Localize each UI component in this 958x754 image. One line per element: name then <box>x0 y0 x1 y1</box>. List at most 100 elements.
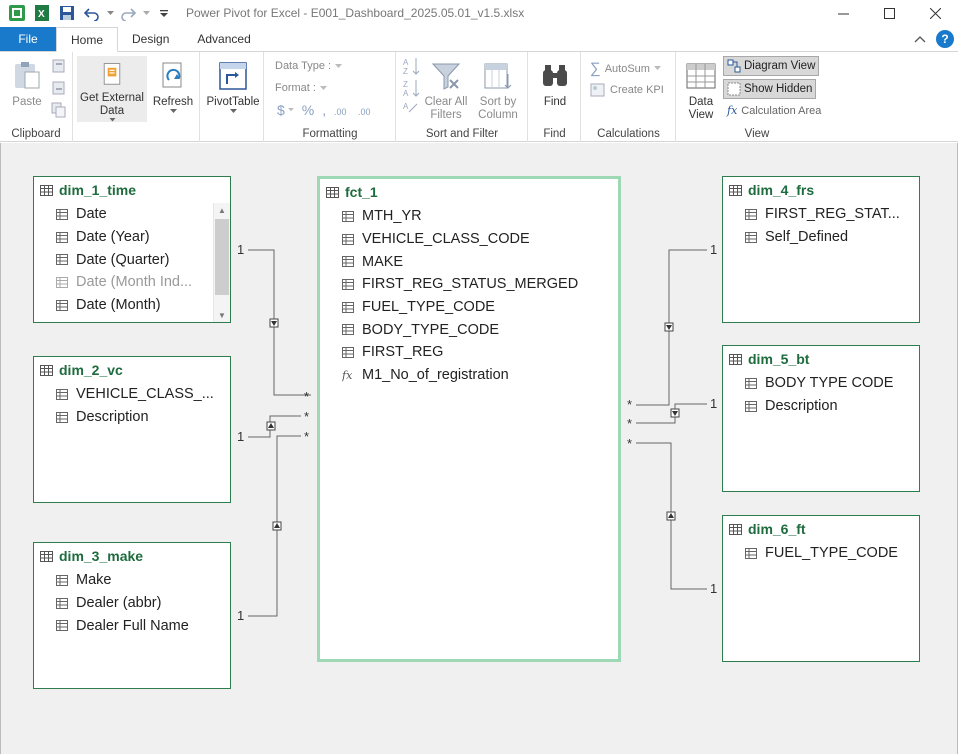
column-row[interactable]: FIRST_REG_STAT... <box>745 203 919 226</box>
table-title: dim_5_bt <box>748 351 810 367</box>
measure-name: M1_No_of_registration <box>362 367 509 384</box>
column-row[interactable]: Description <box>745 395 919 418</box>
table-dim-3-make[interactable]: dim_3_make Make Dealer (abbr) Dealer Ful… <box>33 542 231 689</box>
clear-sort-icon[interactable]: A <box>403 100 421 119</box>
column-row[interactable]: FUEL_TYPE_CODE <box>745 542 919 565</box>
column-row[interactable]: MTH_YR <box>342 205 618 228</box>
format-dropdown[interactable]: Format : <box>275 82 327 94</box>
diagram-view-icon <box>727 59 741 73</box>
column-name: FUEL_TYPE_CODE <box>362 299 495 316</box>
table-header[interactable]: dim_3_make <box>34 543 230 569</box>
column-row[interactable]: Date <box>56 203 230 226</box>
increase-decimal-icon[interactable]: .00 <box>334 103 354 117</box>
save-icon[interactable] <box>56 2 78 24</box>
table-header[interactable]: dim_6_ft <box>723 516 919 542</box>
tab-file[interactable]: File <box>0 27 56 51</box>
column-row[interactable]: Dealer (abbr) <box>56 592 230 615</box>
column-name: MAKE <box>362 253 404 270</box>
column-icon <box>342 256 354 268</box>
column-row[interactable]: BODY_TYPE_CODE <box>342 318 618 341</box>
column-row-hidden[interactable]: Date (Month Ind... <box>56 271 230 294</box>
view-group-label: View <box>744 128 770 140</box>
scroll-down-icon[interactable]: ▼ <box>218 310 226 320</box>
paste-append-icon[interactable] <box>51 58 67 77</box>
column-name: Description <box>765 398 838 415</box>
redo-icon[interactable] <box>117 2 139 24</box>
column-row[interactable]: Dealer Full Name <box>56 614 230 637</box>
autosum-button[interactable]: ∑ AutoSum <box>590 60 661 77</box>
column-row[interactable]: VEHICLE_CLASS_... <box>56 383 230 406</box>
customize-qat-icon[interactable] <box>153 2 175 24</box>
undo-dropdown-icon[interactable] <box>106 2 114 24</box>
redo-dropdown-icon[interactable] <box>142 2 150 24</box>
paste-replace-icon[interactable] <box>51 80 67 99</box>
sort-by-column-button[interactable]: Sort by Column <box>473 60 523 122</box>
table-header[interactable]: dim_5_bt <box>723 346 919 372</box>
excel-icon[interactable]: X <box>31 2 53 24</box>
column-icon <box>342 346 354 358</box>
format-label: Format : <box>275 82 316 94</box>
group-formatting: Data Type : Format : $ % , .00 .00 Forma… <box>265 52 396 142</box>
data-type-dropdown[interactable]: Data Type : <box>275 60 343 72</box>
table-dim-4-frs[interactable]: dim_4_frs FIRST_REG_STAT... Self_Defined <box>722 176 920 323</box>
get-external-data-button[interactable]: Get External Data <box>77 56 147 122</box>
undo-icon[interactable] <box>81 2 103 24</box>
table-icon <box>729 353 742 365</box>
refresh-button[interactable]: Refresh <box>150 60 196 114</box>
column-row[interactable]: Make <box>56 569 230 592</box>
table-dim-1-time[interactable]: dim_1_time Date Date (Year) Date (Quarte… <box>33 176 231 323</box>
table-header[interactable]: fct_1 <box>320 179 618 205</box>
column-row[interactable]: Self_Defined <box>745 226 919 249</box>
minimize-button[interactable] <box>820 0 866 26</box>
tab-advanced[interactable]: Advanced <box>197 32 251 46</box>
column-row[interactable]: VEHICLE_CLASS_CODE <box>342 228 618 251</box>
table-header[interactable]: dim_1_time <box>34 177 230 203</box>
collapse-ribbon-icon[interactable] <box>914 32 926 46</box>
scroll-up-icon[interactable]: ▲ <box>218 205 226 215</box>
column-row[interactable]: FIRST_REG_STATUS_MERGED <box>342 273 618 296</box>
kpi-icon <box>590 83 605 97</box>
show-hidden-toggle[interactable]: Show Hidden <box>723 79 817 99</box>
table-dim-2-vc[interactable]: dim_2_vc VEHICLE_CLASS_... Description <box>33 356 231 503</box>
table-header[interactable]: dim_2_vc <box>34 357 230 383</box>
table-header[interactable]: dim_4_frs <box>723 177 919 203</box>
table-dim-6-ft[interactable]: dim_6_ft FUEL_TYPE_CODE <box>722 515 920 662</box>
column-row[interactable]: Date (Quarter) <box>56 248 230 271</box>
create-kpi-button[interactable]: Create KPI <box>590 82 664 98</box>
close-button[interactable] <box>912 0 958 26</box>
column-row[interactable]: Date (Year) <box>56 226 230 249</box>
tab-design[interactable]: Design <box>132 32 170 46</box>
diagram-view-toggle[interactable]: Diagram View <box>723 56 820 76</box>
calculation-area-button[interactable]: fx Calculation Area <box>727 104 821 117</box>
paste-button[interactable]: Paste <box>8 60 46 109</box>
decrease-decimal-icon[interactable]: .00 <box>358 103 378 117</box>
maximize-button[interactable] <box>866 0 912 26</box>
data-view-button[interactable]: Data View <box>683 60 719 122</box>
table-dim-5-bt[interactable]: dim_5_bt BODY TYPE CODE Description <box>722 345 920 492</box>
column-row[interactable]: MAKE <box>342 250 618 273</box>
window-title: Power Pivot for Excel - E001_Dashboard_2… <box>186 6 525 20</box>
comma-button[interactable]: , <box>322 102 327 118</box>
column-row[interactable]: FIRST_REG <box>342 341 618 364</box>
column-icon <box>56 620 68 632</box>
tab-home[interactable]: Home <box>56 27 119 52</box>
clear-all-filters-button[interactable]: Clear All Filters <box>423 60 469 122</box>
scroll-thumb[interactable] <box>215 219 229 295</box>
column-row[interactable]: FUEL_TYPE_CODE <box>342 296 618 319</box>
copy-icon[interactable] <box>51 102 67 121</box>
help-icon[interactable]: ? <box>936 30 954 48</box>
table-fct-1[interactable]: fct_1 MTH_YR VEHICLE_CLASS_CODE MAKE FIR… <box>317 176 621 662</box>
pivottable-button[interactable]: PivotTable <box>204 60 262 114</box>
currency-button[interactable]: $ <box>277 102 285 118</box>
column-row[interactable]: Date (Month) <box>56 294 230 317</box>
table-scrollbar[interactable]: ▲ ▼ <box>213 203 230 322</box>
find-button[interactable]: Find <box>535 60 575 109</box>
column-name: Dealer Full Name <box>76 617 189 634</box>
column-row[interactable]: BODY TYPE CODE <box>745 372 919 395</box>
diagram-canvas[interactable]: 1 1 1 * * * 1 1 1 * * * dim_1_time Date … <box>0 143 958 754</box>
column-row[interactable]: Description <box>56 406 230 429</box>
percent-button[interactable]: % <box>301 102 315 118</box>
